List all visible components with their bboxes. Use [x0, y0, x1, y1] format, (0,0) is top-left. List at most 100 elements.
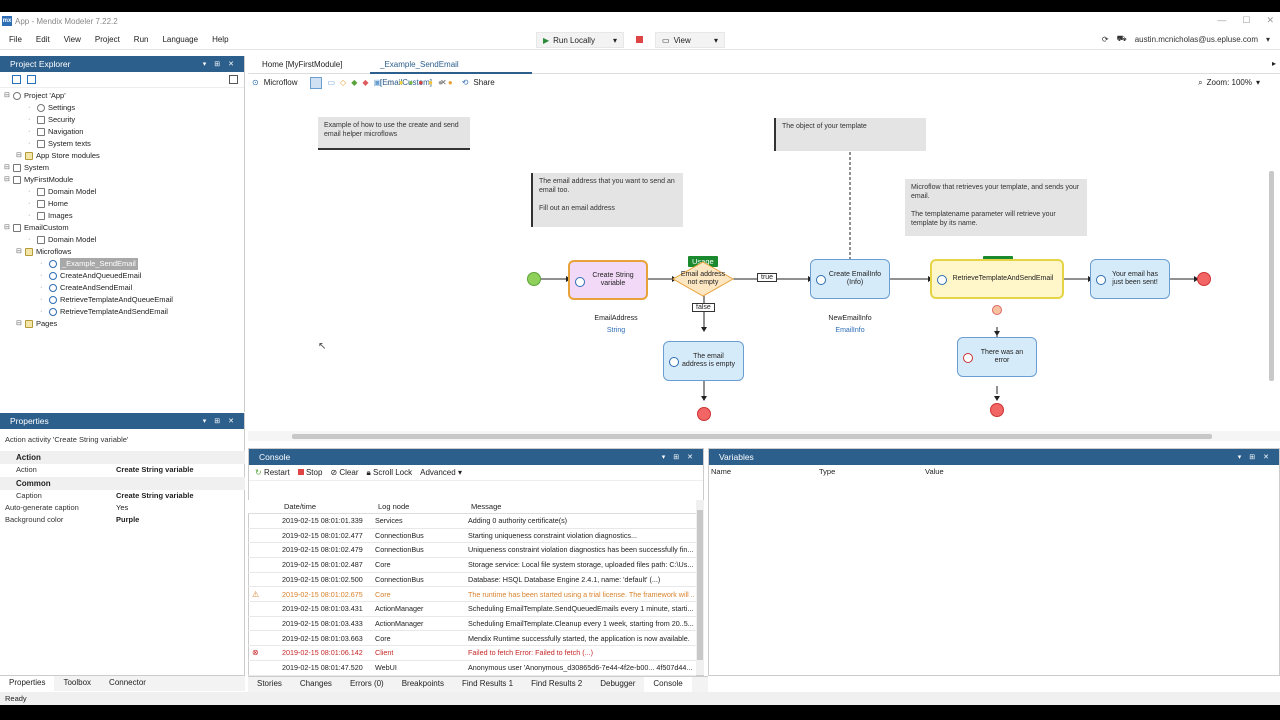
start-event-icon[interactable]: ● [408, 78, 414, 87]
end-event[interactable] [1197, 272, 1211, 286]
tree-item[interactable]: ·CreateAndQueuedEmail [40, 270, 141, 282]
end-event[interactable] [990, 403, 1004, 417]
tree-item[interactable]: ·CreateAndSendEmail [40, 282, 132, 294]
tree-item[interactable]: ·Settings [28, 102, 75, 114]
tab-toolbox[interactable]: Toolbox [63, 678, 92, 687]
expand-icon[interactable]: · [28, 128, 31, 135]
collapse-all-icon[interactable] [12, 75, 21, 84]
node-email-empty[interactable]: The email address is empty [663, 341, 744, 381]
menu-project[interactable]: Project [94, 35, 120, 44]
node-create-string-variable[interactable]: Create String variable [568, 260, 648, 300]
advanced-button[interactable]: Advanced ▾ [420, 468, 462, 477]
tree-item[interactable]: ⊟MyFirstModule [4, 174, 73, 186]
maximize-icon[interactable]: ☐ [1242, 15, 1251, 25]
expand-icon[interactable]: · [28, 104, 31, 111]
expand-icon[interactable]: · [28, 236, 31, 243]
pin-icon[interactable]: ⊞ [214, 61, 221, 68]
expand-icon[interactable]: · [28, 140, 31, 147]
tree-item[interactable]: ⊟Microflows [16, 246, 71, 258]
start-event[interactable] [527, 272, 541, 286]
expand-icon[interactable]: ⊟ [4, 92, 10, 99]
tree-item[interactable]: ·Images [28, 210, 73, 222]
tree-item[interactable]: ·RetrieveTemplateAndSendEmail [40, 306, 168, 318]
tree-item[interactable]: ⊟Project 'App' [4, 90, 66, 102]
menu-language[interactable]: Language [162, 35, 199, 44]
col-message[interactable]: Message [471, 502, 502, 511]
menu-help[interactable]: Help [212, 35, 229, 44]
tree-item[interactable]: ·Security [28, 114, 75, 126]
tab-stories[interactable]: Stories [257, 679, 282, 688]
merge-tool-icon[interactable]: ◆ [351, 78, 358, 87]
tab-find-results-1[interactable]: Find Results 1 [461, 679, 514, 688]
section-action[interactable]: Action [0, 451, 245, 464]
menu-view[interactable]: View [63, 35, 81, 44]
pin-icon[interactable]: ⊞ [1249, 454, 1256, 461]
close-icon[interactable]: ✕ [1263, 454, 1269, 461]
expand-icon[interactable]: · [40, 296, 43, 303]
chevron-down-icon[interactable]: ▾ [661, 454, 666, 461]
tree-item[interactable]: ·Home [28, 198, 68, 210]
continue-event-icon[interactable]: ● [438, 78, 443, 87]
activity-tool-icon[interactable]: ▣ [373, 78, 382, 87]
expand-icon[interactable]: ⊟ [4, 176, 10, 183]
zoom-control[interactable]: ⌕Zoom: 100%▾ [1198, 78, 1260, 88]
parameter-tool-icon[interactable]: ▭ [327, 78, 336, 87]
annotation-email-address[interactable]: The email address that you want to send … [531, 173, 683, 227]
canvas-hscrollbar[interactable] [248, 431, 1280, 441]
annotation-retrieve-microflow[interactable]: Microflow that retrieves your template, … [905, 179, 1087, 236]
expand-icon[interactable]: · [40, 284, 43, 291]
usage-badge[interactable]: Usage [688, 256, 718, 267]
close-icon[interactable]: ✕ [228, 61, 234, 68]
share-icon[interactable]: ⟲ [461, 78, 469, 87]
scroll-thumb[interactable] [292, 434, 1212, 439]
tab-errors-0[interactable]: Errors (0) [349, 679, 384, 688]
col-value[interactable]: Value [925, 467, 944, 476]
console-scrollbar[interactable] [696, 500, 704, 675]
tab-properties[interactable]: Properties [0, 676, 55, 691]
tab-breakpoints[interactable]: Breakpoints [401, 679, 444, 688]
chevron-down-icon[interactable]: ▾ [1237, 454, 1242, 461]
close-icon[interactable]: ✕ [687, 454, 693, 461]
expand-icon[interactable]: · [28, 200, 31, 207]
error-event-icon[interactable]: ● [428, 78, 434, 87]
end-event-icon[interactable]: ● [418, 78, 424, 87]
col-name[interactable]: Name [711, 467, 732, 476]
tree-item[interactable]: ·RetrieveTemplateAndQueueEmail [40, 294, 173, 306]
clear-button[interactable]: ⊘ Clear [330, 468, 358, 477]
tab-home[interactable]: Home [MyFirstModule] [252, 56, 367, 74]
microflow-canvas[interactable]: Example of how to use the create and sen… [248, 91, 1280, 431]
tab-changes[interactable]: Changes [299, 679, 332, 688]
chevron-down-icon[interactable]: ▾ [202, 418, 207, 425]
expand-icon[interactable]: ⊟ [4, 164, 10, 171]
node-create-emailinfo[interactable]: Create EmailInfo (Info) [810, 259, 890, 299]
tabs-overflow-icon[interactable]: ▸ [1271, 59, 1276, 68]
stop-icon[interactable] [636, 36, 643, 43]
share-label[interactable]: Share [473, 78, 495, 87]
col-lognode[interactable]: Log node [378, 502, 410, 511]
annotation-example[interactable]: Example of how to use the create and sen… [318, 117, 470, 150]
annotation-tool-icon[interactable]: ▭ [386, 78, 394, 87]
tree-item[interactable]: ⊟EmailCustom [4, 222, 69, 234]
tab-connector[interactable]: Connector [109, 678, 146, 687]
expand-icon[interactable]: · [28, 116, 31, 123]
close-icon[interactable]: ✕ [440, 78, 447, 87]
col-type[interactable]: Type [819, 467, 836, 476]
expand-icon[interactable]: · [28, 212, 31, 219]
node-retrieve-template-send[interactable]: RetrieveTemplateAndSendEmail [930, 259, 1064, 299]
menu-file[interactable]: File [9, 35, 22, 44]
sync-icon[interactable]: ⟳ [1101, 34, 1109, 44]
tree-item[interactable]: ⊟App Store modules [16, 150, 100, 162]
tree-item[interactable]: ⊟System [4, 162, 49, 174]
minimize-icon[interactable]: — [1217, 15, 1227, 25]
